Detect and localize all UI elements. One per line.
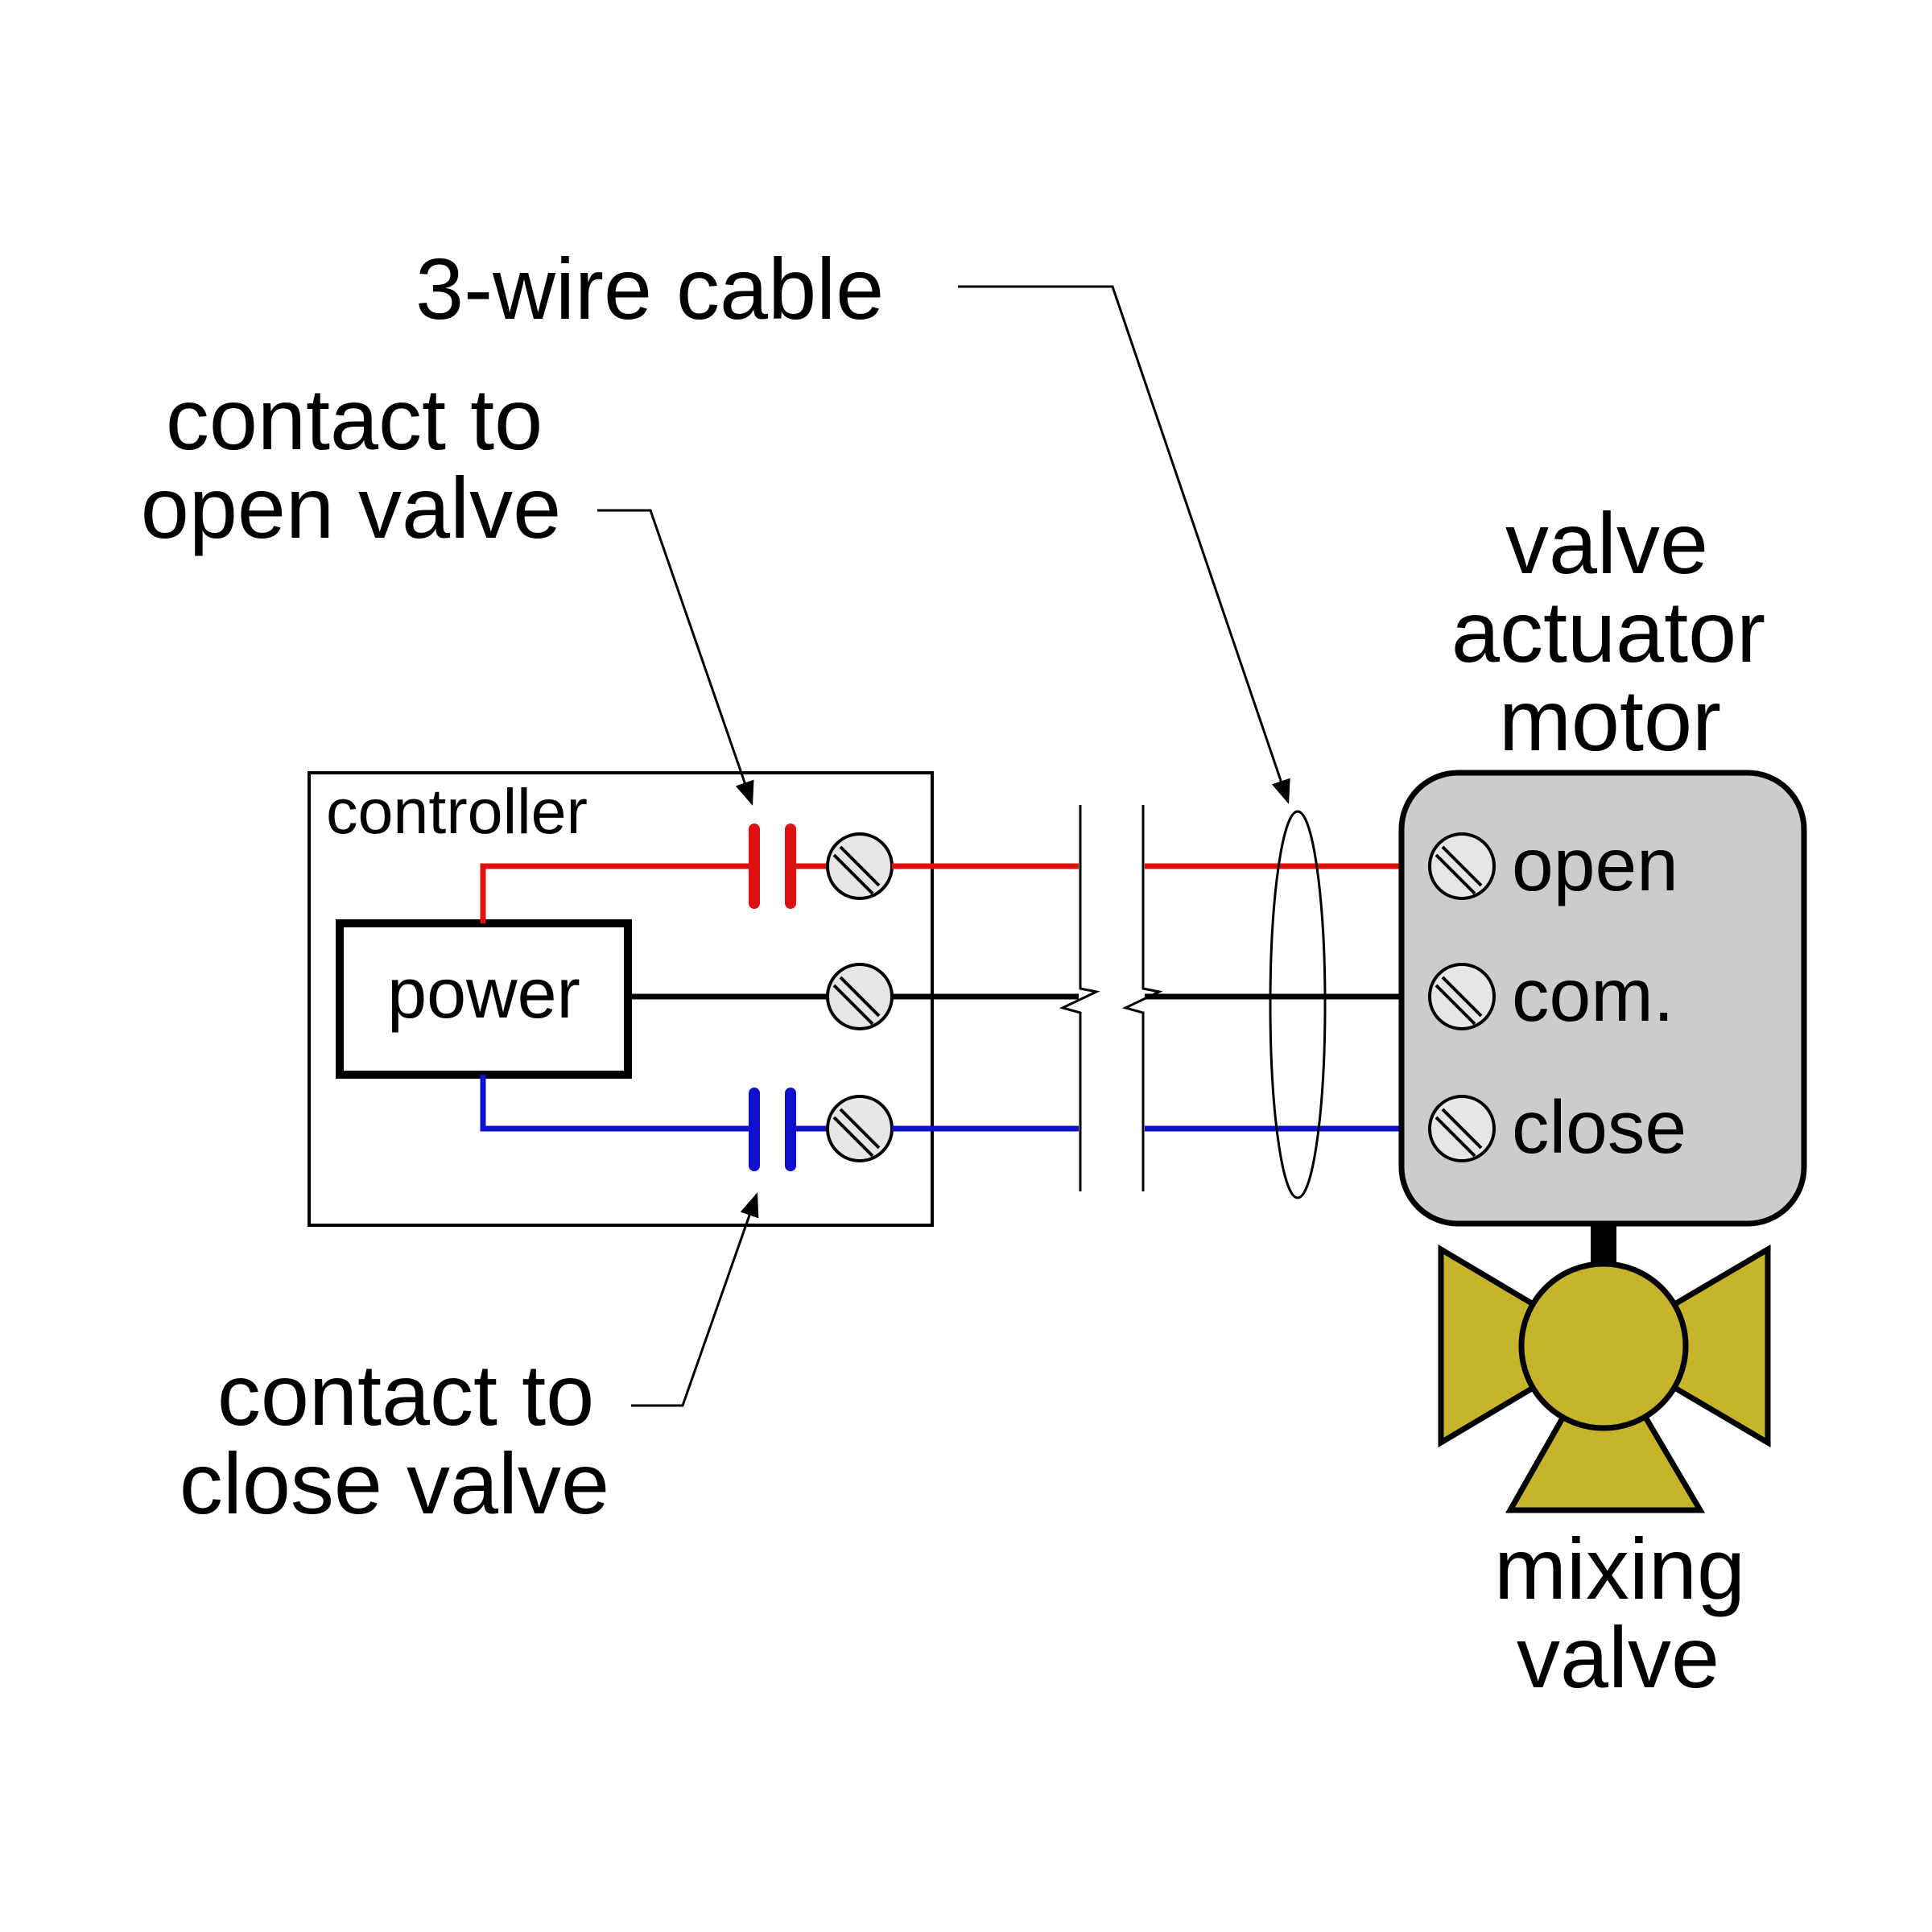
contact-close-leader — [631, 1192, 759, 1407]
controller-terminal-open — [826, 832, 894, 900]
terminal-close-label: close — [1512, 1085, 1686, 1169]
contact-open-label-line1: contact to — [166, 370, 543, 468]
valve-label-line2: valve — [1517, 1608, 1719, 1706]
wire-open-internal — [480, 863, 754, 923]
controller-terminal-com — [826, 963, 894, 1030]
valve-label-line1: mixing — [1494, 1520, 1745, 1617]
controller-label: controller — [326, 775, 588, 847]
contact-close-label-line1: contact to — [217, 1346, 594, 1443]
cable-break-right — [1121, 805, 1163, 1191]
actuator-label-line2: actuator — [1451, 583, 1765, 680]
contact-open-label-line2: open valve — [141, 459, 561, 556]
mixing-valve-icon — [1438, 1244, 1771, 1513]
actuator-terminal-com — [1428, 963, 1496, 1030]
controller-terminal-close — [826, 1095, 894, 1162]
actuator-label-line3: motor — [1499, 671, 1721, 769]
contact-open-leader — [597, 509, 754, 806]
wire-close-internal — [480, 1075, 754, 1132]
cable-bundle-ellipse — [1269, 810, 1327, 1199]
terminal-open-label: open — [1512, 823, 1678, 906]
cable-label: 3-wire cable — [415, 240, 884, 337]
terminal-com-label: com. — [1512, 953, 1674, 1037]
actuator-terminal-close — [1428, 1095, 1496, 1162]
power-label: power — [387, 953, 580, 1033]
actuator-terminal-open — [1428, 832, 1496, 900]
actuator-label-line1: valve — [1505, 494, 1708, 592]
contact-close-label-line2: close valve — [180, 1435, 609, 1532]
cable-break-left — [1059, 805, 1100, 1191]
cable-leader — [958, 285, 1290, 804]
